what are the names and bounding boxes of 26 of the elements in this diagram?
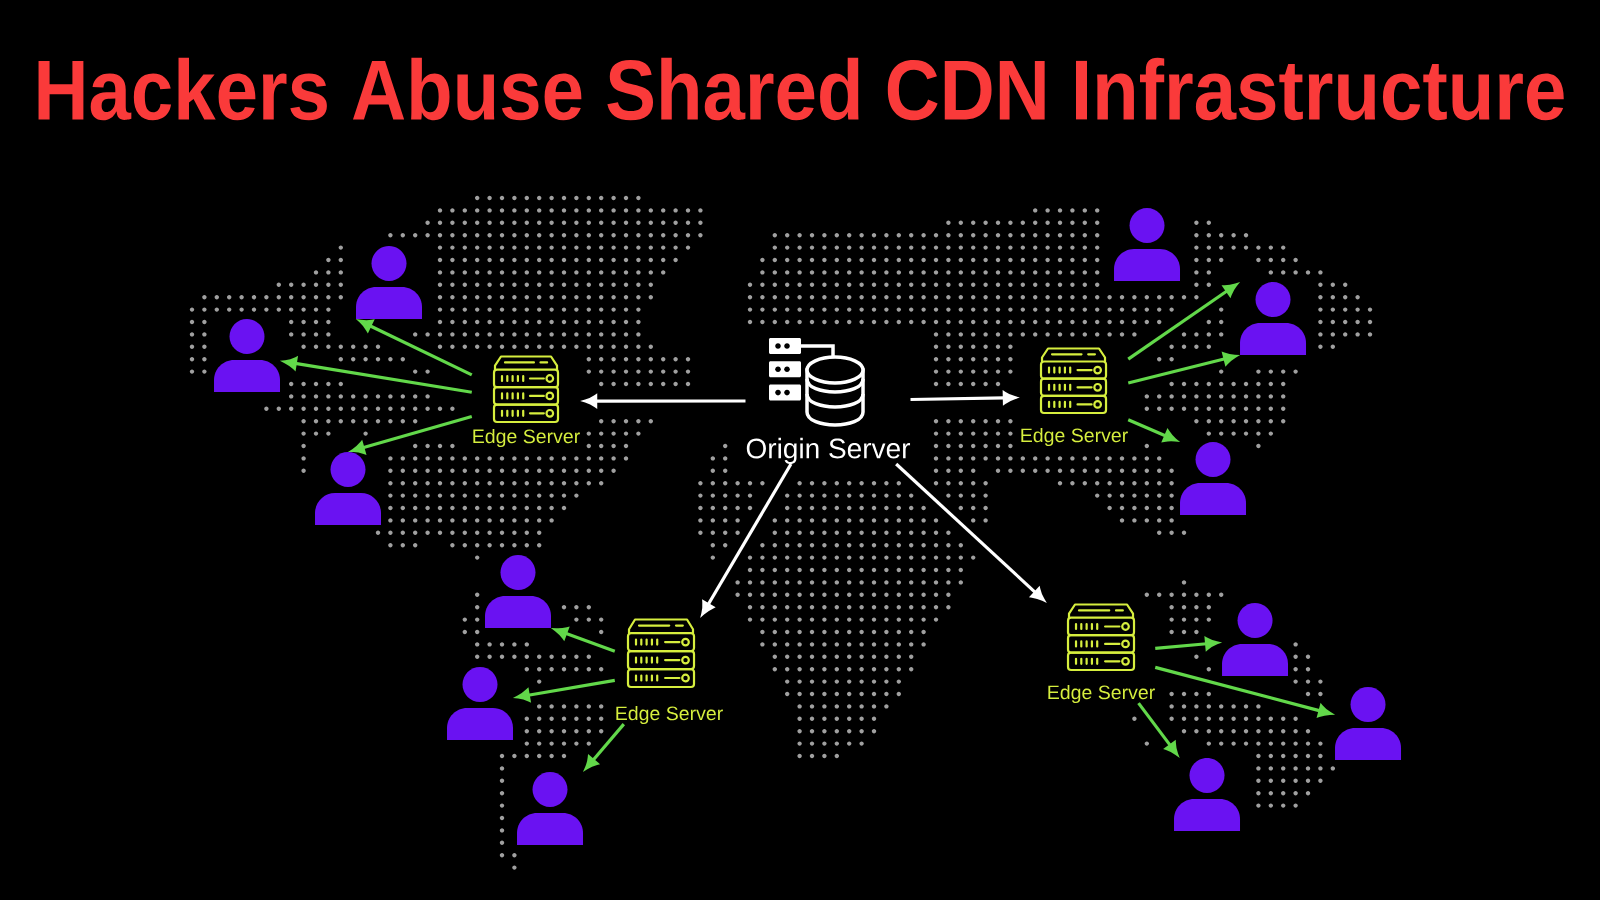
- title: Hackers Abuse Shared CDN Infrastructure: [38, 57, 1564, 121]
- arrow: [554, 627, 616, 653]
- person-icon: [1180, 442, 1246, 515]
- person-icon: [1222, 603, 1288, 676]
- server-label: Edge Server: [616, 705, 723, 725]
- person-icon: [517, 772, 583, 845]
- arrow: [516, 678, 616, 702]
- arrow: [1137, 702, 1179, 756]
- server-label: Origin Server: [746, 437, 911, 464]
- person-icon: [485, 555, 551, 628]
- arrow: [1127, 352, 1237, 385]
- arrow: [584, 723, 626, 770]
- arrow: [351, 415, 473, 454]
- arrow: [895, 462, 1045, 601]
- server-label: Edge Server: [1021, 427, 1128, 447]
- person-icon: [1114, 208, 1180, 281]
- person-icon: [1174, 758, 1240, 831]
- person-icon: [1240, 282, 1306, 355]
- person-icon: [356, 246, 422, 319]
- arrow: [1127, 283, 1238, 361]
- person-icon: [447, 667, 513, 740]
- person-icon: [1335, 687, 1401, 760]
- person-icon: [214, 319, 280, 392]
- server-label: Edge Server: [473, 428, 580, 448]
- person-icon: [315, 452, 381, 525]
- server-label: Edge Server: [1048, 684, 1155, 704]
